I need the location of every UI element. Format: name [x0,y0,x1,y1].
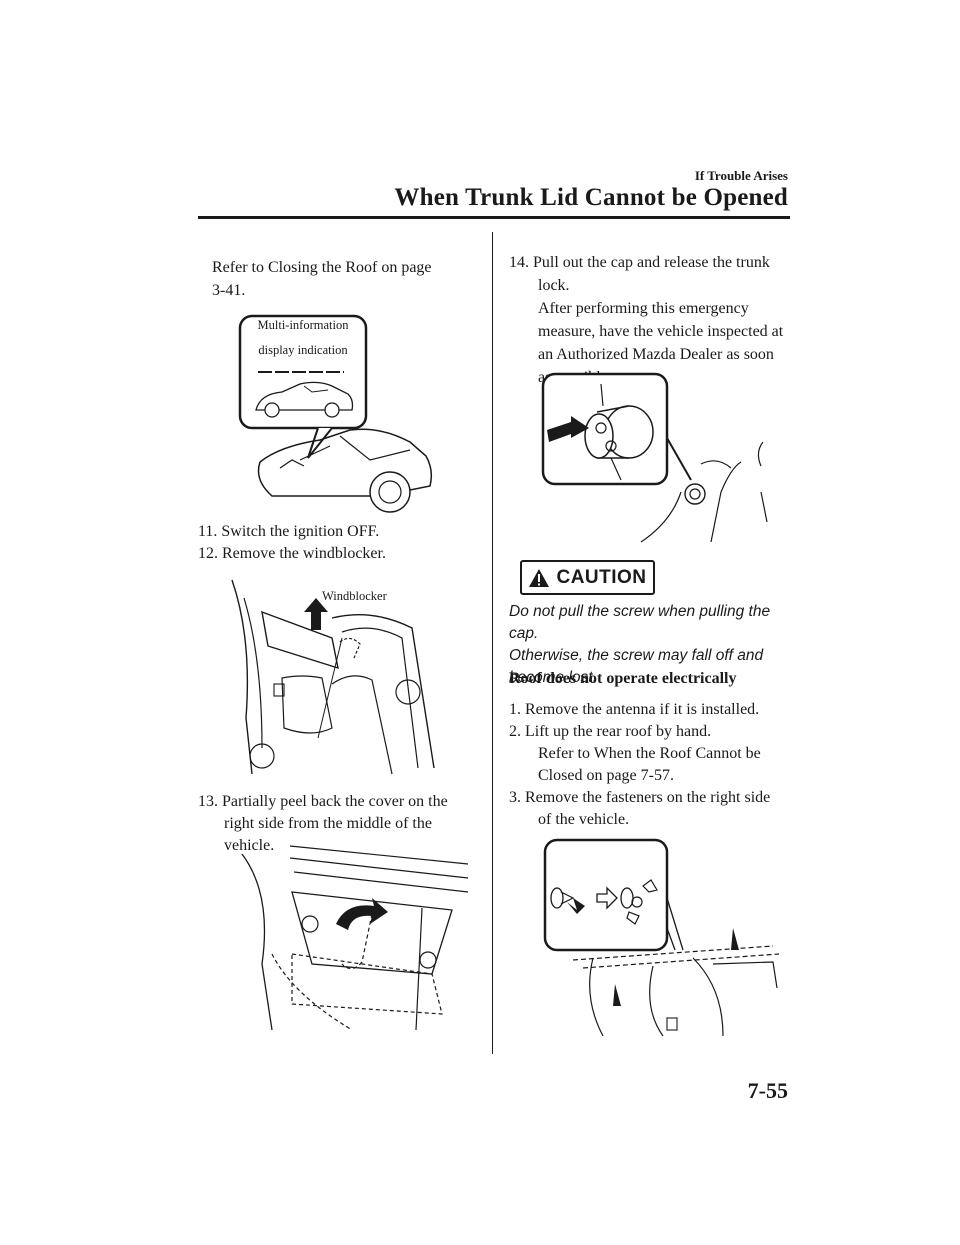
callout-multi-info-line2: display indication [258,343,348,357]
roof-step-1: 1. Remove the antenna if it is installed… [509,701,760,718]
roof-step-2-line2: Refer to When the Roof Cannot be [538,745,761,762]
step-13-line3: vehicle. [224,837,275,854]
caution-text: Do not pull the screw when pulling the c… [509,601,794,689]
roof-step-3-line2: of the vehicle. [538,811,630,828]
step-14-line1: 14. Pull out the cap and release the tru… [509,254,770,271]
chapter-title: When Trunk Lid Cannot be Opened [394,184,788,211]
step-13-line2: right side from the middle of the [224,815,432,832]
roof-step-2-line3: Closed on page 7-57. [538,767,674,784]
callout-multi-info-line1: Multi-information [257,318,349,332]
figure-windblocker [231,579,435,775]
page-number: 7-55 [747,1078,788,1103]
roof-step-2-line1: 2. Lift up the rear roof by hand. [509,723,712,740]
figure-fasteners [543,838,780,1037]
step-14-line5: an Authorized Mazda Dealer as soon [538,346,774,363]
step-14-line3: After performing this emergency [538,300,749,317]
step-12: 12. Remove the windblocker. [198,545,386,562]
header-rule [198,216,790,219]
figure-cover-peel [241,845,469,1031]
roof-step-3-line1: 3. Remove the fasteners on the right sid… [509,789,771,806]
step-14-line2: lock. [538,277,570,294]
step-11: 11. Switch the ignition OFF. [198,523,380,540]
subheading-roof-electrical: Roof does not operate electrically [509,670,737,687]
intro-text-line2: 3-41. [212,282,246,299]
figure-cap-pull [541,372,768,543]
figure-roof-indication [238,314,433,513]
caution-line1: Do not pull the screw when pulling the c… [509,603,771,642]
warning-triangle-icon [529,568,550,587]
callout-windblocker: Windblocker [322,589,387,603]
caution-line2: Otherwise, the screw may fall off and [509,647,764,664]
caution-word: CAUTION [556,566,647,588]
column-divider [492,232,493,1054]
caution-line3: become lost. [509,669,597,686]
caution-label: CAUTION [520,560,655,595]
intro-text-line1: Refer to Closing the Roof on page [212,259,432,276]
step-14-line4: measure, have the vehicle inspected at [538,323,784,340]
step-13-line1: 13. Partially peel back the cover on the [198,793,448,810]
section-label: If Trouble Arises [694,168,788,183]
